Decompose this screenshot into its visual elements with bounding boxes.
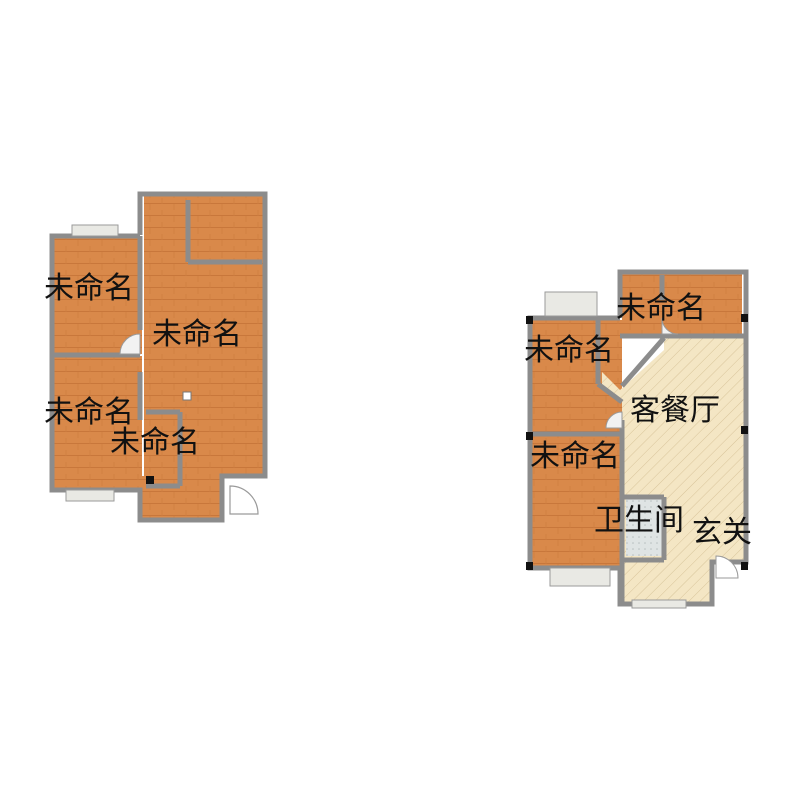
l-window-top bbox=[71, 224, 119, 237]
l-room-label-main: 未命名 bbox=[152, 317, 242, 352]
r-column-1 bbox=[526, 316, 533, 324]
r-column-4 bbox=[741, 426, 748, 434]
r-door-swing-3 bbox=[715, 555, 739, 579]
l-floor-main bbox=[144, 196, 264, 476]
l-fixture bbox=[182, 391, 192, 401]
r-floor-top bbox=[622, 274, 742, 336]
l-floor-bottom-left bbox=[54, 356, 142, 490]
r-walls bbox=[527, 269, 749, 607]
r-room-label-entrance: 玄关 bbox=[692, 515, 752, 550]
l-column bbox=[146, 476, 154, 484]
r-room-label-bathroom: 卫生间 bbox=[594, 503, 684, 538]
r-door-swing-1 bbox=[605, 411, 623, 429]
l-door-swing-1 bbox=[119, 333, 141, 355]
plan-right: 未命名 未命名 客餐厅 未命名 卫生间 玄关 bbox=[524, 269, 752, 609]
r-room-label-top: 未命名 bbox=[616, 291, 706, 326]
l-room-label-top-left: 未命名 bbox=[44, 271, 134, 306]
r-column-2 bbox=[741, 314, 748, 322]
r-column-3 bbox=[526, 432, 533, 440]
r-door-swing-2 bbox=[661, 317, 679, 335]
r-window-bottom bbox=[549, 567, 611, 587]
r-room-label-mid-bedroom: 未命名 bbox=[524, 333, 614, 368]
plan-left: 未命名 未命名 未命名 未命名 bbox=[44, 191, 268, 523]
r-column-5 bbox=[526, 562, 533, 570]
r-room-label-living: 客餐厅 bbox=[630, 393, 720, 428]
r-window-top bbox=[544, 291, 598, 317]
l-room-label-small: 未命名 bbox=[110, 425, 200, 460]
r-floor-bottom-bedroom bbox=[532, 436, 622, 566]
r-column-6 bbox=[741, 562, 748, 570]
r-window-entrance bbox=[631, 599, 687, 609]
r-floor-bathroom bbox=[626, 498, 664, 556]
r-room-label-bottom-bedroom: 未命名 bbox=[530, 439, 620, 474]
l-floor-top-left bbox=[54, 238, 142, 354]
l-walls bbox=[49, 191, 268, 523]
l-room-label-bottom-left: 未命名 bbox=[44, 395, 134, 430]
l-door-swing-2 bbox=[229, 485, 259, 515]
l-window-bottom bbox=[65, 489, 115, 502]
